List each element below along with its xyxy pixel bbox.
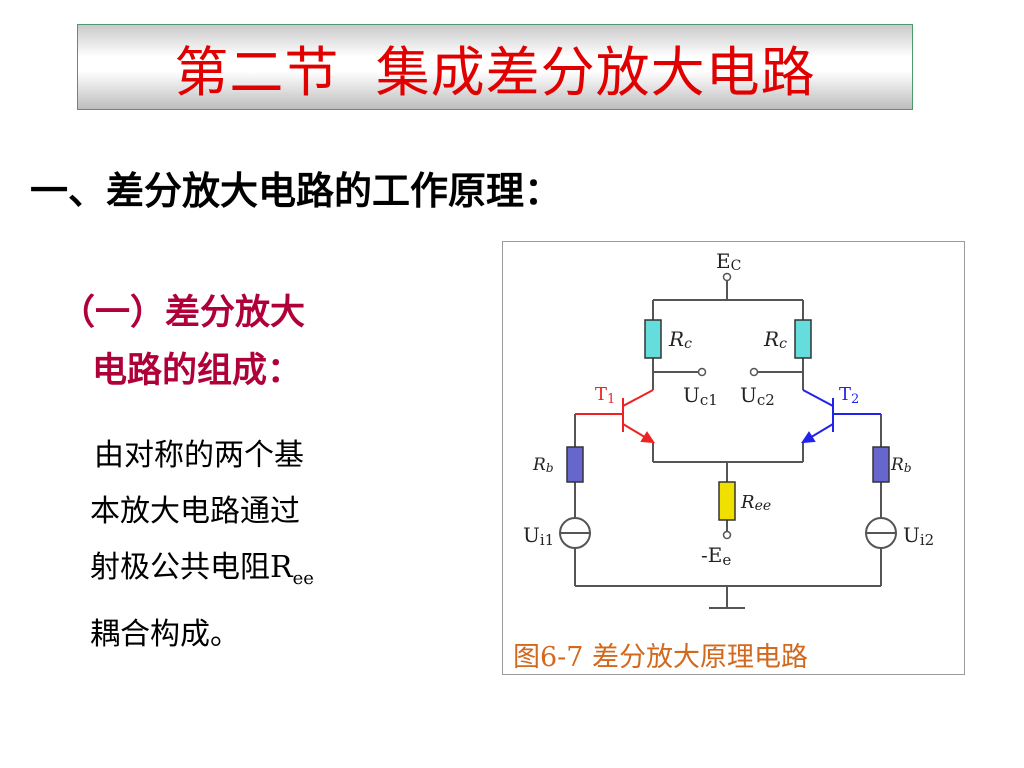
- body-paragraph: 由对称的两个基 本放大电路通过 射极公共电阻Ree 耦合构成。: [90, 428, 390, 663]
- body-line3-subscript: ee: [292, 568, 314, 589]
- label-rc-right: Rc: [763, 327, 787, 352]
- sub-heading-line2: 电路的组成：: [92, 350, 303, 391]
- figure-caption: 图6-7 差分放大原理电路: [513, 642, 809, 673]
- terminal-ee: [722, 530, 732, 540]
- label-ree: Ree: [740, 492, 771, 514]
- label-ui2: Ui2: [903, 523, 934, 549]
- label-uc2: Uc2: [740, 383, 775, 409]
- resistor-ree: [718, 481, 736, 521]
- label-rb-left: Rb: [532, 455, 554, 475]
- sub-heading: （一）差分放大 电路的组成：: [60, 284, 390, 400]
- transistor-t2: [801, 389, 881, 444]
- label-t2: T2: [839, 384, 859, 407]
- resistor-rb-left: [566, 446, 584, 483]
- label-rb-right: Rb: [890, 455, 912, 475]
- slide-title: 第二节 集成差分放大电路: [174, 40, 816, 104]
- body-line: 由对称的两个基: [94, 438, 304, 473]
- label-rc-left: Rc: [668, 327, 692, 352]
- terminal-uc2: [749, 367, 759, 377]
- resistor-rb-right: [872, 446, 890, 483]
- sub-heading-line1: （一）差分放大: [60, 292, 306, 333]
- resistor-rc-right: [794, 319, 812, 359]
- source-ui2: [865, 517, 897, 549]
- body-line: 耦合构成。: [90, 617, 240, 652]
- body-line: 射极公共电阻Ree: [90, 540, 390, 607]
- body-line3-text: 射极公共电阻R: [90, 550, 293, 585]
- title-banner: 第二节 集成差分放大电路: [77, 24, 913, 110]
- circuit-figure: EC Rc Rc Uc1 Uc2 Rb Rb Ree Ui1 Ui2 -Ee T…: [502, 241, 965, 675]
- terminal-uc1: [697, 367, 707, 377]
- label-uc1: Uc1: [683, 383, 718, 409]
- transistor-t1: [575, 389, 655, 444]
- label-ui1: Ui1: [523, 523, 554, 549]
- circuit-wires: [574, 280, 882, 609]
- label-t1: T1: [595, 384, 615, 407]
- resistor-rc-left: [644, 319, 662, 359]
- label-ee: -Ee: [701, 543, 731, 569]
- body-line: 本放大电路通过: [90, 494, 300, 529]
- source-ui1: [559, 517, 591, 549]
- section-heading: 一、差分放大电路的工作原理：: [30, 168, 563, 213]
- terminal-ec: [722, 272, 732, 282]
- label-ec: EC: [716, 249, 741, 274]
- circuit-diagram: EC Rc Rc Uc1 Uc2 Rb Rb Ree Ui1 Ui2 -Ee T…: [523, 249, 934, 609]
